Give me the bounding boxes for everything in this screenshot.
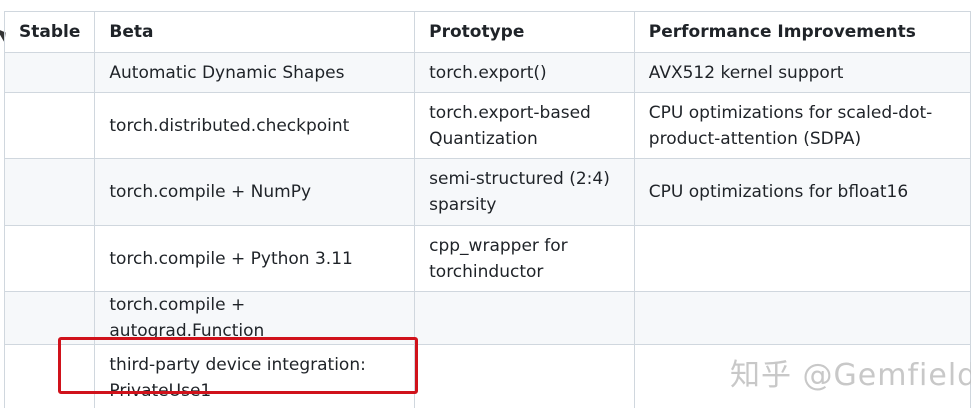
watermark: 知乎 @Gemfield <box>730 358 971 393</box>
table-cell: torch.distributed.checkpoint <box>94 92 416 159</box>
table-cell: cpp_wrapper for torchinductor <box>414 225 635 292</box>
table-cell: torch.export-based Quantization <box>414 92 635 159</box>
table-cell: semi-structured (2:4) sparsity <box>414 158 635 226</box>
column-header-stable: Stable <box>3 11 96 53</box>
table-cell: Automatic Dynamic Shapes <box>94 52 416 93</box>
release-features-table: Stable Beta Prototype Performance Improv… <box>3 11 971 408</box>
table-row: torch.compile + NumPy semi-structured (2… <box>3 158 971 226</box>
table-cell <box>3 344 96 408</box>
table-cell: torch.compile + Python 3.11 <box>94 225 416 292</box>
table-cell <box>3 225 96 292</box>
table-cell <box>3 158 96 226</box>
table-cell: AVX512 kernel support <box>633 52 971 93</box>
table-cell: CPU optimizations for scaled-dot-product… <box>633 92 971 159</box>
column-header-performance: Performance Improvements <box>633 11 971 53</box>
table-cell: CPU optimizations for bfloat16 <box>633 158 971 226</box>
table-cell <box>3 92 96 159</box>
table-header-row: Stable Beta Prototype Performance Improv… <box>3 11 971 53</box>
table-cell <box>3 52 96 93</box>
table-row: third-party device integration: PrivateU… <box>3 344 971 408</box>
table-cell <box>633 291 971 345</box>
column-header-beta: Beta <box>94 11 416 53</box>
table-row: torch.distributed.checkpoint torch.expor… <box>3 92 971 159</box>
column-header-prototype: Prototype <box>414 11 635 53</box>
table-cell: torch.compile + autograd.Function <box>94 291 416 345</box>
table-cell <box>414 291 635 345</box>
table-cell <box>414 344 635 408</box>
table-row: torch.compile + Python 3.11 cpp_wrapper … <box>3 225 971 292</box>
table-cell: torch.export() <box>414 52 635 93</box>
table-cell <box>633 225 971 292</box>
table-cell <box>633 344 971 408</box>
table-cell-highlighted: third-party device integration: PrivateU… <box>94 344 416 408</box>
table-row: torch.compile + autograd.Function <box>3 291 971 345</box>
table-cell: torch.compile + NumPy <box>94 158 416 226</box>
table-cell <box>3 291 96 345</box>
table-row: Automatic Dynamic Shapes torch.export() … <box>3 52 971 93</box>
